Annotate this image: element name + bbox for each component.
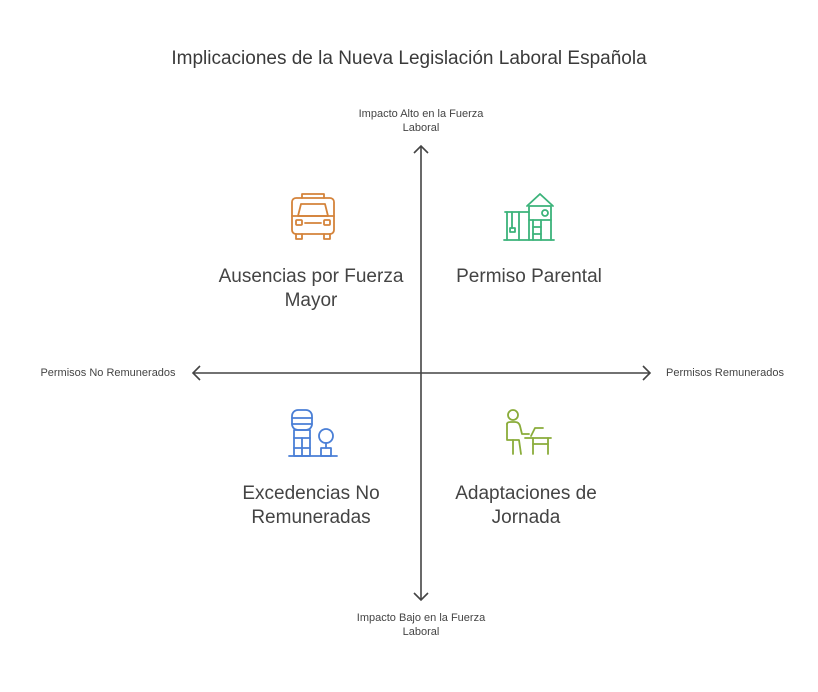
axis-label-left: Permisos No Remunerados xyxy=(40,367,176,379)
van-icon xyxy=(291,193,335,240)
water-cooler-icon xyxy=(288,409,338,457)
arrow-left xyxy=(191,365,201,381)
axis-label-bottom: Impacto Bajo en la Fuerza Laboral xyxy=(356,612,486,638)
diagram-title: Implicaciones de la Nueva Legislación La… xyxy=(171,48,647,69)
axis-label-right: Permisos Remunerados xyxy=(666,367,784,379)
quadrant-label-top-right: Permiso Parental xyxy=(456,266,602,287)
arrow-up xyxy=(413,144,429,154)
quadrant-label-bottom-right: Adaptaciones de Jornada xyxy=(455,483,597,528)
arrow-down xyxy=(413,592,429,602)
person-at-desk-icon xyxy=(506,409,552,455)
quadrant-label-bottom-left: Excedencias No Remuneradas xyxy=(242,483,380,528)
playhouse-icon xyxy=(503,193,555,241)
quadrant-label-top-left: Ausencias por Fuerza Mayor xyxy=(218,266,404,311)
axis-label-top: Impacto Alto en la Fuerza Laboral xyxy=(358,108,484,134)
arrow-right xyxy=(642,365,652,381)
